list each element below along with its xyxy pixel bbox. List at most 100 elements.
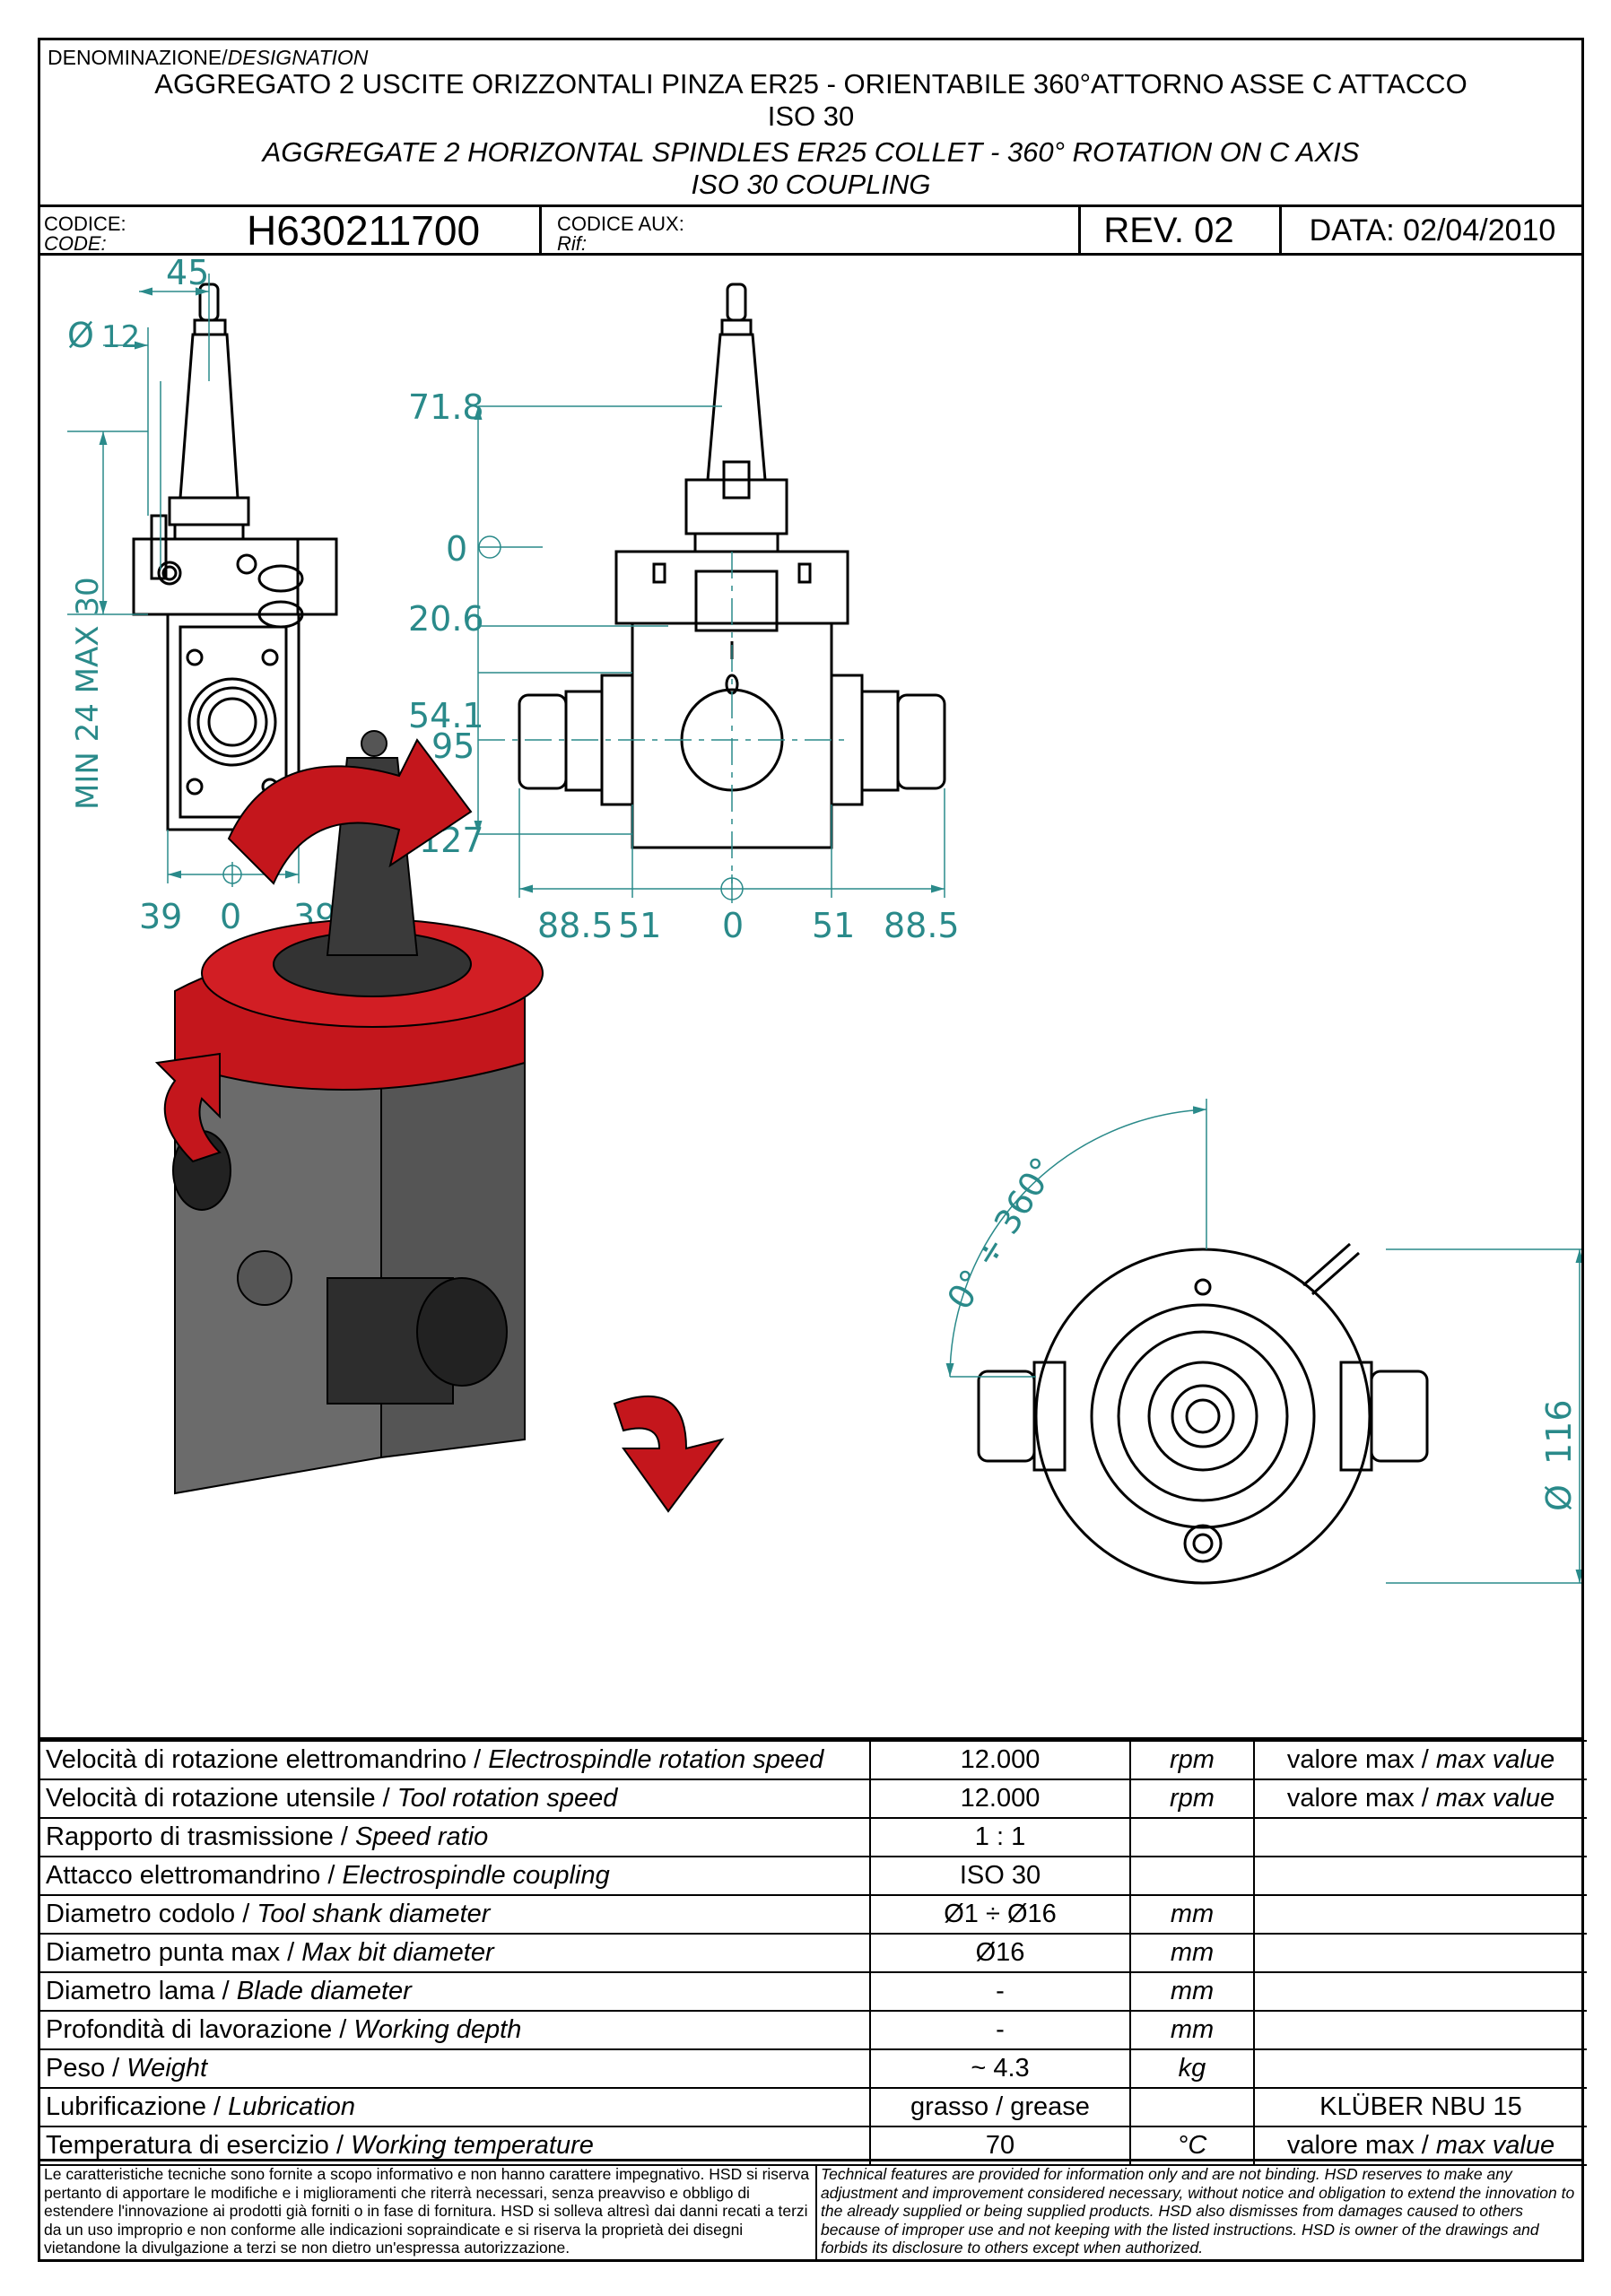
disclaimer-en: Technical features are provided for info…	[815, 2165, 1580, 2261]
spec-label-it: Diametro codolo /	[46, 1900, 257, 1928]
spec-row: Velocità di rotazione elettromandrino / …	[40, 1740, 1587, 1780]
disclaimer-notes: Le caratteristiche tecniche sono fornite…	[40, 2159, 1581, 2262]
spec-unit: rpm	[1129, 1740, 1255, 1780]
code-label: CODICE: CODE:	[44, 214, 179, 260]
designation-label-en: DESIGNATION	[227, 46, 369, 69]
dim-diameter-symbol: Ø	[67, 316, 94, 355]
spec-unit	[1129, 1856, 1255, 1896]
front-view-labels: 71.8 0 20.6 54.1 95 127 88.5 51 0 51 88.…	[408, 387, 960, 945]
spec-label-en: Working temperature	[351, 2131, 594, 2160]
dim-39-left: 39	[139, 897, 182, 936]
title-block: DENOMINAZIONE/DESIGNATION AGGREGATO 2 US…	[40, 40, 1581, 207]
side-view	[132, 283, 338, 831]
dim-116: 116	[1539, 1399, 1579, 1465]
spec-label-en: Electrospindle coupling	[342, 1861, 610, 1890]
isometric-render	[154, 730, 725, 1513]
dim-rotation: 0° ÷ 360°	[939, 1151, 1063, 1317]
spec-label-en: Blade diameter	[236, 1977, 412, 2005]
specification-table: Velocità di rotazione elettromandrino / …	[40, 1740, 1587, 2166]
spec-label-it: Temperatura di esercizio /	[46, 2131, 352, 2160]
spec-unit: mm	[1129, 2010, 1255, 2050]
spec-value: -	[869, 2010, 1131, 2050]
spec-label: Peso / Weight	[40, 2048, 871, 2089]
spec-unit: mm	[1129, 1933, 1255, 1973]
spec-label-it: Rapporto di trasmissione /	[46, 1822, 355, 1851]
spec-unit: kg	[1129, 2048, 1255, 2089]
spec-value: 12.000	[869, 1779, 1131, 1819]
spec-row: Diametro lama / Blade diameter-mm	[40, 1971, 1587, 2012]
spec-label-it: Attacco elettromandrino /	[46, 1861, 343, 1890]
spec-label-en: Electrospindle rotation speed	[488, 1745, 824, 1774]
spec-note-it: valore max /	[1286, 1745, 1436, 1774]
dim-51-left: 51	[618, 906, 661, 945]
spec-label-it: Velocità di rotazione utensile /	[46, 1784, 397, 1813]
code-value: H630211700	[246, 207, 481, 254]
spec-value: 1 : 1	[869, 1817, 1131, 1857]
spec-note-it: KLÜBER NBU 15	[1319, 2092, 1522, 2121]
dim-0: 0	[220, 897, 241, 936]
divider	[1078, 207, 1081, 253]
dim-54-1: 54.1	[408, 696, 484, 735]
revision: REV. 02	[1103, 211, 1234, 250]
spec-unit: mm	[1129, 1971, 1255, 2012]
spec-note	[1253, 1933, 1587, 1973]
spec-row: Attacco elettromandrino / Electrospindle…	[40, 1856, 1587, 1896]
spec-value: -	[869, 1971, 1131, 2012]
spec-row: Profondità di lavorazione / Working dept…	[40, 2010, 1587, 2050]
spec-value: 12.000	[869, 1740, 1131, 1780]
dim-95: 95	[431, 726, 475, 766]
dim-45: 45	[166, 256, 209, 292]
spec-value: grasso / grease	[869, 2087, 1131, 2127]
spec-value: ~ 4.3	[869, 2048, 1131, 2089]
code-row: CODICE: CODE: H630211700 CODICE AUX: Rif…	[40, 207, 1581, 256]
dim-71-8: 71.8	[408, 387, 484, 427]
title-en-line1: AGGREGATE 2 HORIZONTAL SPINDLES ER25 COL…	[262, 136, 1360, 168]
disclaimer-it: Le caratteristiche tecniche sono fornite…	[44, 2165, 810, 2257]
spec-note	[1253, 1971, 1587, 2012]
spec-label-it: Peso /	[46, 2054, 127, 2083]
date: DATA: 02/04/2010	[1309, 213, 1556, 248]
spec-label: Attacco elettromandrino / Electrospindle…	[40, 1856, 871, 1896]
spec-unit: rpm	[1129, 1779, 1255, 1819]
spec-note	[1253, 1856, 1587, 1896]
dim-min-max: MIN 24 MAX 30	[70, 577, 106, 810]
code-label-en: CODE:	[44, 232, 107, 255]
spec-value: ISO 30	[869, 1856, 1131, 1896]
spec-unit: mm	[1129, 1894, 1255, 1935]
top-view-dimensions	[945, 1099, 1581, 1584]
dim-0-v: 0	[446, 529, 467, 569]
dim-0-h: 0	[722, 906, 744, 945]
spec-label: Velocità di rotazione elettromandrino / …	[40, 1740, 871, 1780]
spec-note	[1253, 2048, 1587, 2089]
spec-note-it: valore max /	[1286, 1784, 1436, 1813]
spec-label-en: Weight	[126, 2054, 208, 2083]
dim-12: 12	[101, 319, 140, 355]
dim-88-5-left: 88.5	[537, 906, 614, 945]
title-en-line2: ISO 30 COUPLING	[691, 169, 931, 200]
aux-label-en: Rif:	[557, 232, 587, 255]
spec-label-it: Lubrificazione /	[46, 2092, 229, 2121]
spec-label-en: Tool rotation speed	[396, 1784, 618, 1813]
spec-label-it: Diametro punta max /	[46, 1938, 302, 1967]
spec-label: Diametro lama / Blade diameter	[40, 1971, 871, 2012]
spec-label: Diametro codolo / Tool shank diameter	[40, 1894, 871, 1935]
technical-drawings: 45 Ø 12 MIN 24 MAX 30 39 0 39	[67, 256, 1581, 1585]
designation-label-it: DENOMINAZIONE/	[48, 46, 228, 69]
spec-note-en: max value	[1435, 1745, 1555, 1774]
spec-label-it: Profondità di lavorazione /	[46, 2015, 354, 2044]
technical-drawing-area: 45 Ø 12 MIN 24 MAX 30 39 0 39	[40, 256, 1581, 1740]
dim-88-5-right: 88.5	[884, 906, 960, 945]
spec-label-en: Speed ratio	[354, 1822, 489, 1851]
spec-unit	[1129, 1817, 1255, 1857]
spec-note-it: valore max /	[1286, 2131, 1436, 2160]
title-it-line2: ISO 30	[767, 100, 855, 132]
spec-note	[1253, 1817, 1587, 1857]
spec-value: Ø16	[869, 1933, 1131, 1973]
spec-unit	[1129, 2087, 1255, 2127]
spec-label-it: Diametro lama /	[46, 1977, 237, 2005]
spec-label-en: Max bit diameter	[301, 1938, 494, 1967]
code-label-it: CODICE:	[44, 213, 126, 235]
